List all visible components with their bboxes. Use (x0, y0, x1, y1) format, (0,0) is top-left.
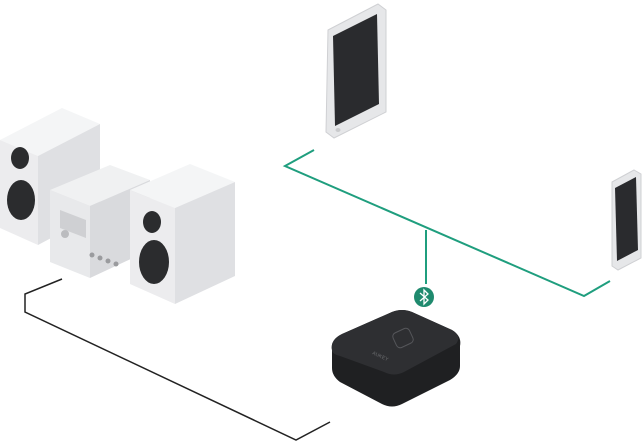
bluetooth-receiver: AUKEY (331, 310, 461, 407)
stereo-system (0, 108, 235, 304)
phone-device (611, 169, 642, 271)
tablet-device (325, 3, 387, 139)
bluetooth-icon (419, 288, 429, 306)
receiver-button (392, 327, 414, 349)
bluetooth-badge (414, 287, 434, 307)
wireless-connection-lines (282, 149, 611, 298)
wired-audio-line (24, 278, 331, 441)
